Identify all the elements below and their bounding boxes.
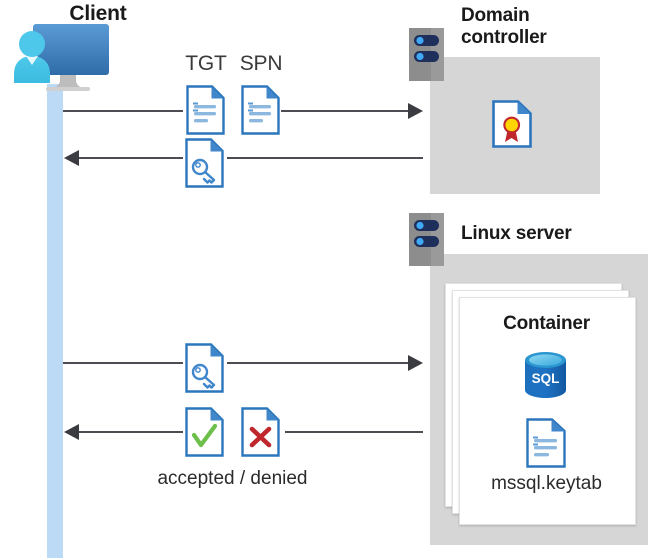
sql-badge-text: SQL — [532, 371, 560, 386]
key-document-icon-ticket-2 — [185, 343, 224, 393]
denied-document-icon — [241, 407, 280, 457]
container-title: Container — [503, 313, 590, 334]
flow-1-label-tgt: TGT — [185, 52, 227, 75]
flow-4-caption: accepted / denied — [157, 468, 308, 489]
key-document-icon-ticket-1 — [185, 138, 224, 188]
sql-database-icon: SQL — [523, 352, 568, 398]
keytab-label: mssql.keytab — [491, 473, 602, 494]
user-monitor-icon — [8, 24, 116, 92]
domain-controller-title-line1: Domain — [461, 5, 530, 26]
flow-2-line-right — [227, 157, 423, 159]
flow-4-arrowhead-left — [64, 424, 79, 440]
document-icon-keytab — [526, 418, 566, 468]
flow-4-line-left — [78, 431, 183, 433]
domain-controller-title-line2: controller — [461, 27, 547, 48]
flow-2-arrowhead-left — [64, 150, 79, 166]
flow-2-line-left — [78, 157, 183, 159]
client-swimlane — [47, 84, 63, 558]
flow-1-label-spn: SPN — [239, 52, 283, 75]
accepted-document-icon — [185, 407, 224, 457]
flow-4-line-right — [285, 431, 423, 433]
server-rack-icon-dc — [409, 28, 444, 81]
certificate-document-icon — [492, 100, 532, 148]
page-title-client: Client — [69, 2, 127, 25]
flow-3-arrowhead-right — [408, 355, 423, 371]
document-icon-spn — [241, 85, 280, 135]
flow-1-line-left — [63, 110, 183, 112]
linux-server-title: Linux server — [461, 223, 572, 244]
document-icon-tgt — [186, 85, 225, 135]
server-rack-icon-linux — [409, 213, 444, 266]
flow-1-arrowhead-right — [408, 103, 423, 119]
flow-1-line-right — [281, 110, 411, 112]
flow-3-line-right — [227, 362, 411, 364]
container-card-front[interactable] — [459, 297, 636, 525]
flow-3-line-left — [63, 362, 183, 364]
